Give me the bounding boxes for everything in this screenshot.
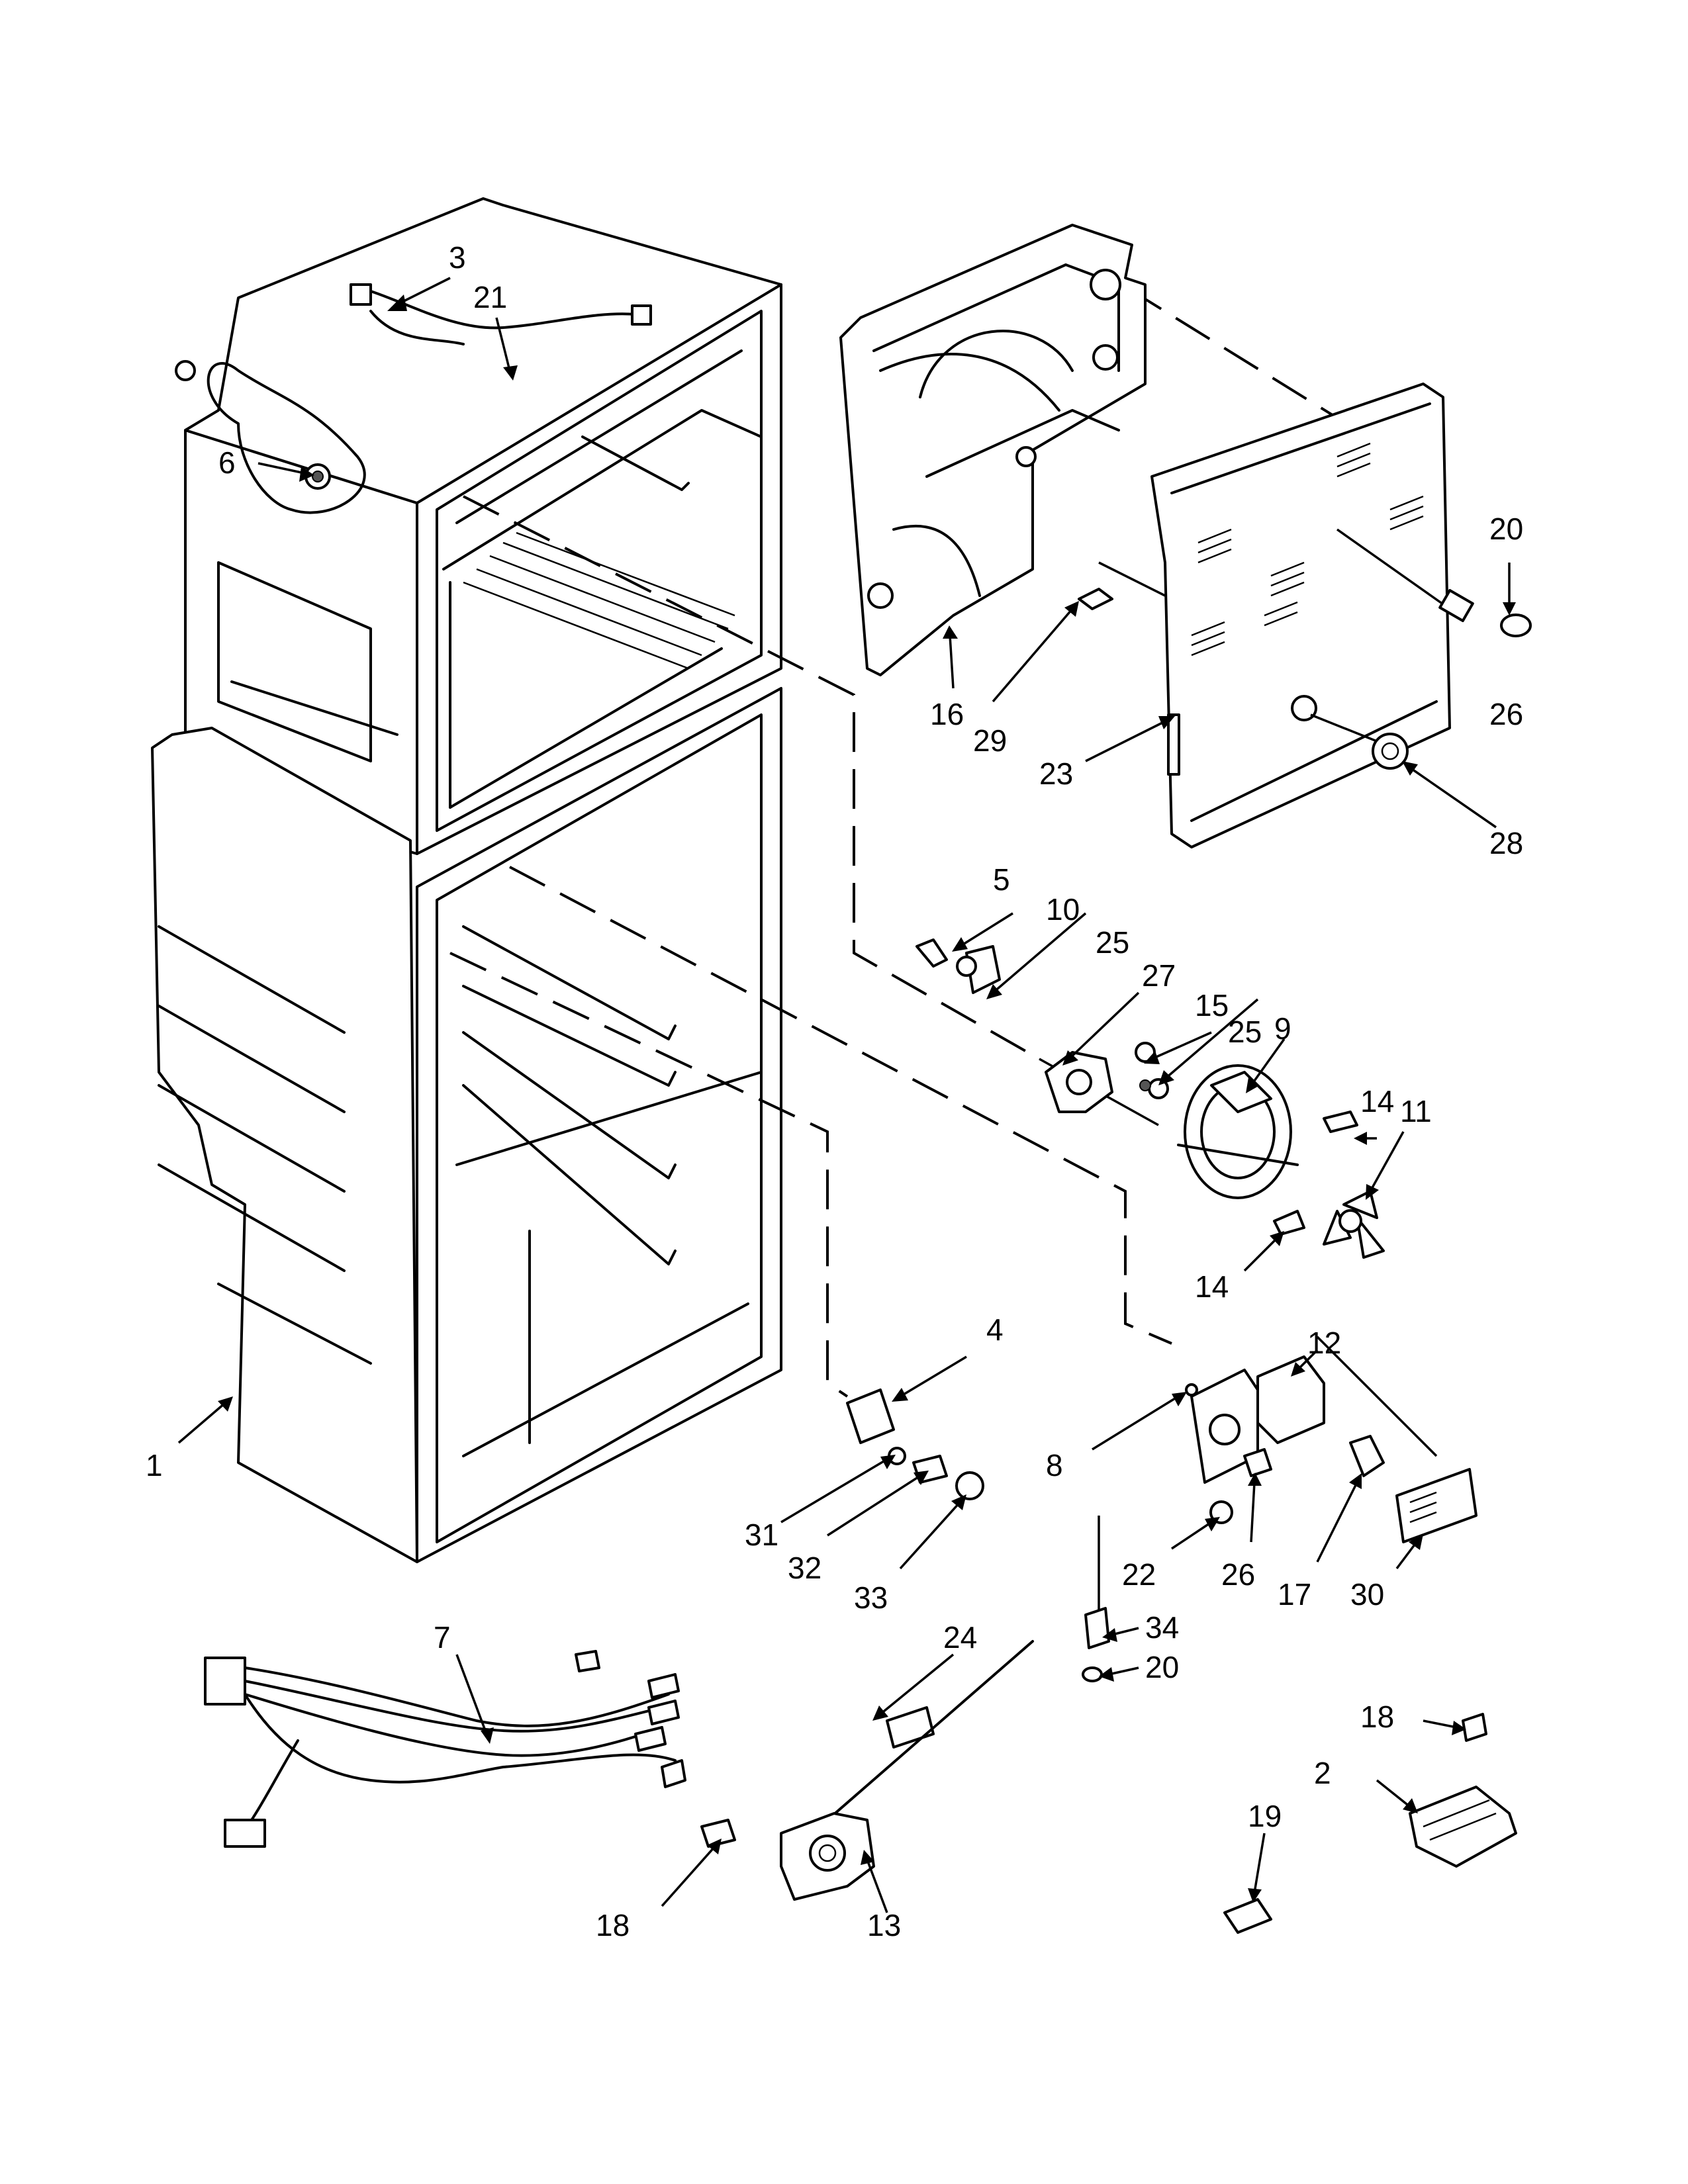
callout-12: 12 bbox=[1307, 1326, 1341, 1360]
screw-26-top bbox=[1336, 528, 1532, 637]
callout-28: 28 bbox=[1489, 826, 1523, 860]
callout-26-top: 26 bbox=[1489, 697, 1523, 731]
callout-3: 3 bbox=[449, 240, 466, 275]
callout-20-bottom: 20 bbox=[1145, 1650, 1179, 1684]
callout-31: 31 bbox=[745, 1518, 778, 1552]
callout-17: 17 bbox=[1278, 1577, 1311, 1612]
callout-5: 5 bbox=[993, 862, 1010, 897]
callout-11: 11 bbox=[1400, 1094, 1432, 1128]
thermostat bbox=[700, 1640, 1034, 1901]
callout-18-left: 18 bbox=[596, 1908, 630, 1942]
evaporator-cover-front bbox=[1078, 383, 1451, 848]
callout-16: 16 bbox=[930, 697, 964, 731]
callout-13: 13 bbox=[867, 1908, 901, 1942]
wire-harness bbox=[204, 1650, 686, 1848]
callout-9: 9 bbox=[1274, 1011, 1291, 1046]
callout-14-a: 14 bbox=[1360, 1084, 1394, 1118]
callout-30: 30 bbox=[1350, 1577, 1384, 1612]
callout-6: 6 bbox=[218, 445, 236, 480]
callout-15: 15 bbox=[1195, 988, 1229, 1023]
vent-slots bbox=[1191, 442, 1424, 657]
callout-19: 19 bbox=[1248, 1799, 1282, 1833]
callout-21: 21 bbox=[473, 280, 507, 314]
callout-29: 29 bbox=[973, 723, 1007, 758]
callout-25-a: 25 bbox=[1096, 925, 1129, 960]
callout-18-right: 18 bbox=[1360, 1700, 1394, 1734]
callout-labels: 3 21 6 16 29 23 20 26 28 5 10 25 27 15 2… bbox=[146, 240, 1523, 1942]
callout-4: 4 bbox=[986, 1312, 1004, 1347]
callout-2: 2 bbox=[1314, 1756, 1331, 1790]
light-housing bbox=[1082, 1355, 1477, 1682]
callout-1: 1 bbox=[146, 1448, 163, 1482]
leader-arrows bbox=[177, 277, 1516, 1913]
knob-28 bbox=[1310, 713, 1409, 770]
callout-34: 34 bbox=[1145, 1610, 1179, 1645]
callout-33: 33 bbox=[854, 1580, 888, 1615]
callout-27: 27 bbox=[1142, 958, 1176, 993]
callout-22: 22 bbox=[1122, 1557, 1156, 1592]
callout-10: 10 bbox=[1046, 892, 1080, 927]
callout-32: 32 bbox=[788, 1551, 821, 1585]
control-board bbox=[1223, 1713, 1517, 1934]
callout-7: 7 bbox=[434, 1620, 451, 1655]
callout-8: 8 bbox=[1046, 1448, 1063, 1482]
evaporator-cover-back bbox=[839, 224, 1147, 676]
damper-parts bbox=[846, 1388, 984, 1500]
callout-24: 24 bbox=[943, 1620, 977, 1655]
callout-14-b: 14 bbox=[1195, 1269, 1229, 1304]
callout-20-top: 20 bbox=[1489, 512, 1523, 546]
fan-motor-assembly bbox=[915, 938, 1385, 1259]
callout-25-b: 25 bbox=[1228, 1015, 1262, 1049]
callout-23: 23 bbox=[1039, 756, 1073, 791]
callout-26-bottom: 26 bbox=[1221, 1557, 1255, 1592]
fresh-food-liner bbox=[151, 687, 782, 1563]
